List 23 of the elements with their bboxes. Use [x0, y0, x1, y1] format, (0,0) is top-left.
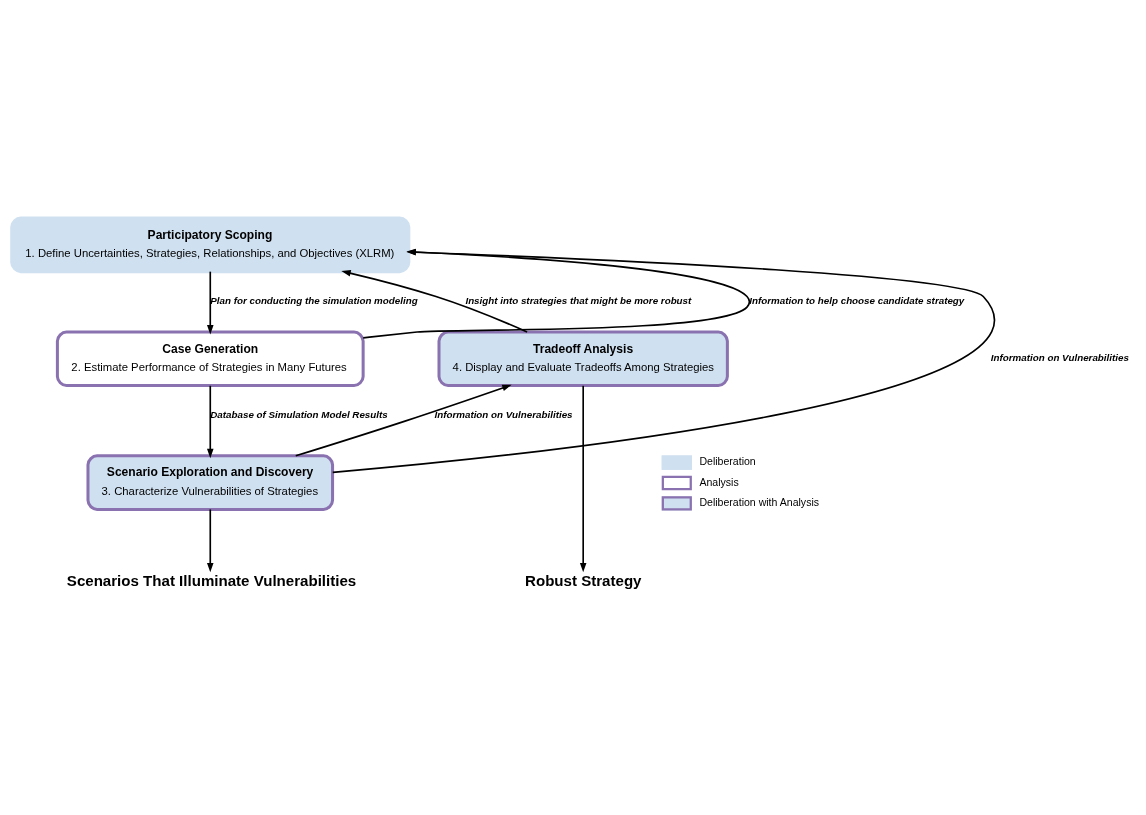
edge-label: Plan for conducting the simulation modeling [210, 294, 418, 306]
node-box: Tradeoff Analysis 4. Display and Evaluate Tradeoffs Among Strategies [437, 330, 729, 388]
node-box: Case Generation 2. Estimate Performance of Strategies in Many Futures [55, 330, 365, 388]
edge-label: Information on Vulnerabilities [434, 408, 573, 420]
arrow [579, 385, 587, 573]
legend-label: Deliberation with Analysis [699, 496, 820, 509]
edge-label: Database of Simulation Model Results [210, 408, 388, 420]
node-box: Scenario Exploration and Discovery 3. Characterize Vulnerabilities of Strategies [86, 454, 335, 511]
node-box: Participatory Scoping 1. Define Uncertainties, Strategies, Relationships, and Objectives (XLRM) [10, 216, 411, 274]
arrow [331, 248, 996, 474]
node-text: Robust Strategy [525, 572, 642, 590]
arrow [207, 384, 214, 459]
edge-label: Information to help choose candidate strategy [749, 294, 965, 306]
arrow [207, 508, 214, 573]
edge-label: Insight into strategies that might be more robust [465, 294, 692, 306]
arrow [207, 270, 214, 335]
arrow [362, 248, 751, 339]
edge-label: Information on Vulnerabilities [990, 351, 1129, 363]
legend-label: Analysis [699, 475, 739, 488]
arrow [341, 270, 528, 333]
arrow [294, 384, 512, 457]
node-text: Scenarios That Illuminate Vulnerabilities [66, 572, 357, 590]
legend-label: Deliberation [699, 455, 756, 468]
